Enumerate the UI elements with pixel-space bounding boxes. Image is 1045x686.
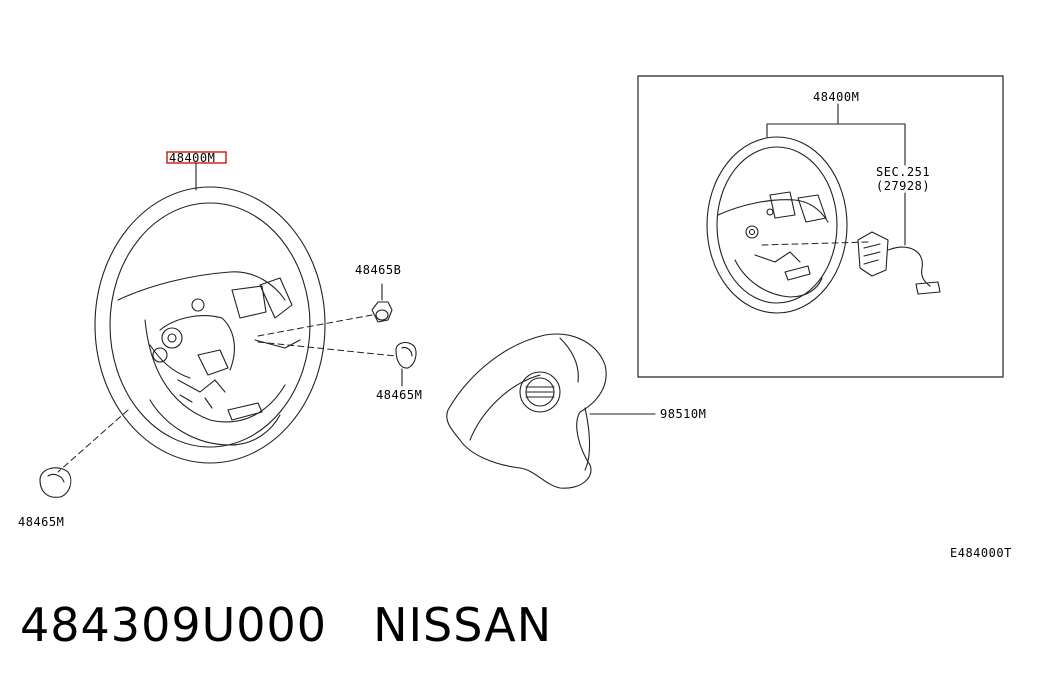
- label-main-wheel: 48400M: [169, 151, 215, 165]
- label-airbag: 98510M: [660, 407, 706, 421]
- airbag-module-illustration: [446, 333, 607, 489]
- caption: 484309U000 NISSAN: [20, 598, 552, 652]
- switch-harness-illustration: [857, 231, 941, 295]
- label-pad-nut: 48465B: [355, 263, 401, 277]
- label-inset-wheel: 48400M: [813, 90, 859, 104]
- cap-right-illustration: [395, 341, 417, 387]
- cap-left-illustration: [39, 467, 72, 498]
- brand-name: NISSAN: [373, 598, 553, 652]
- nut-48465b-illustration: [371, 283, 393, 323]
- label-cap-right: 48465M: [376, 388, 422, 402]
- label-sec-part: (27928): [876, 179, 930, 193]
- diagram-code: E484000T: [950, 546, 1012, 560]
- label-sec-ref: SEC.251: [876, 165, 930, 179]
- label-cap-left: 48465M: [18, 515, 64, 529]
- inset-steering-wheel-illustration: [706, 136, 848, 314]
- steering-wheel-illustration: [94, 186, 326, 464]
- part-number: 484309U000: [20, 598, 328, 652]
- highlight-box: [166, 151, 227, 164]
